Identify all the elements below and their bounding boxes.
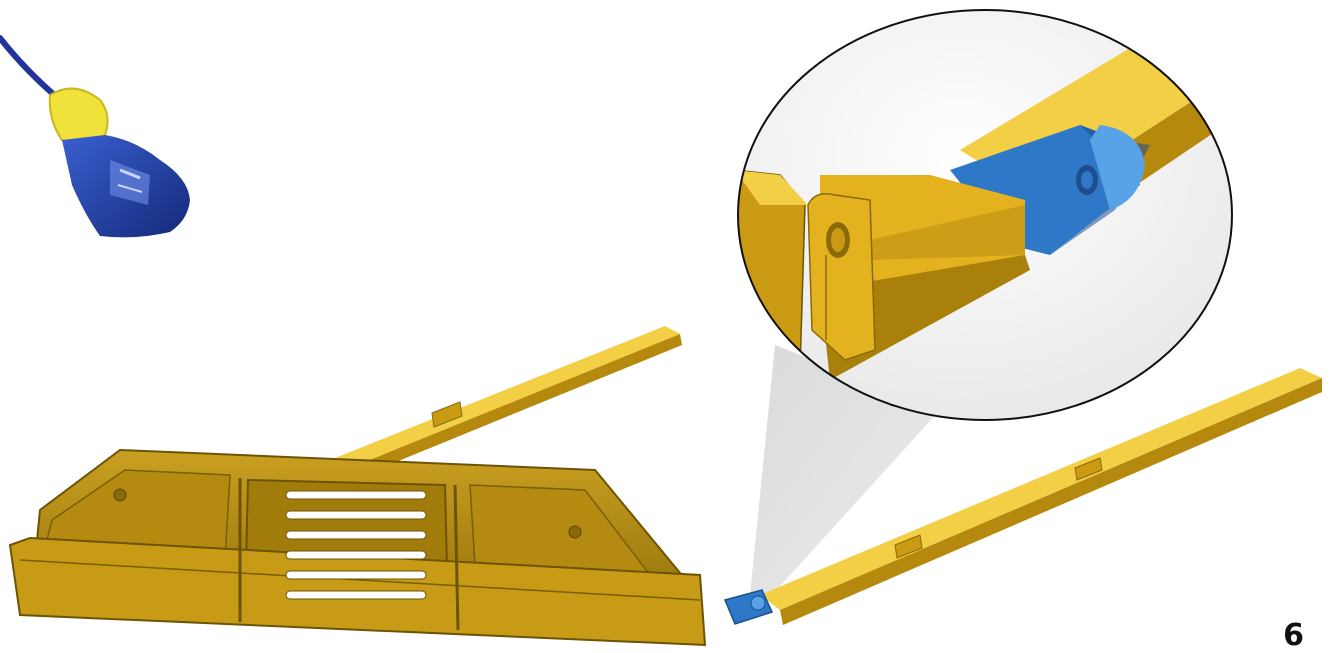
hinge-connector [723,589,774,625]
rear-rail [330,326,682,482]
step-number: 6 [1283,618,1304,653]
glue-bottle-icon [0,35,190,238]
magnifier-beam [750,345,940,595]
magnifier-detail-icon [737,9,1233,421]
front-frame-plate [8,448,707,647]
vent-slots [285,490,427,600]
side-rail [760,368,1322,625]
